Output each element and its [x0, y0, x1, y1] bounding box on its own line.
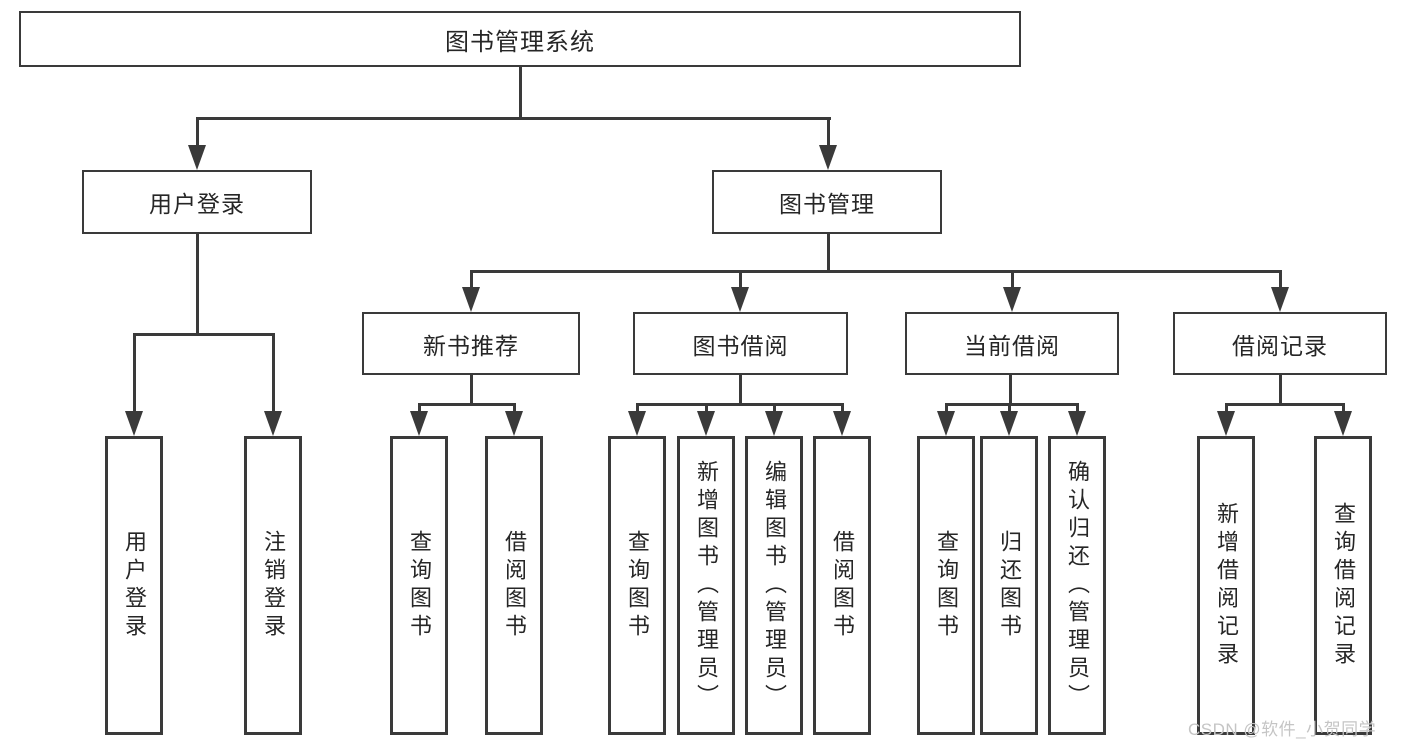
node-label: 查询图书 [407, 529, 432, 642]
connector-line [739, 270, 742, 288]
arrow-down-icon [697, 411, 715, 436]
node-label: 新增借阅记录 [1214, 501, 1239, 670]
connector-line [470, 375, 473, 405]
arrow-down-icon [1334, 411, 1352, 436]
node-leaf-current-return: 归还图书 [980, 436, 1038, 735]
connector-line [196, 234, 199, 335]
node-leaf-history-query: 查询借阅记录 [1314, 436, 1372, 735]
connector-line [1342, 403, 1345, 413]
connector-line [196, 117, 199, 147]
node-borrow: 图书借阅 [633, 312, 848, 375]
connector-line [1011, 270, 1014, 288]
connector-line [519, 66, 522, 118]
node-label: 编辑图书（管理员） [762, 459, 787, 712]
node-leaf-newbooks-borrow: 借阅图书 [485, 436, 543, 735]
connector-line [470, 270, 1281, 273]
arrow-down-icon [505, 411, 523, 436]
connector-line [272, 333, 275, 411]
arrow-down-icon [1068, 411, 1086, 436]
arrow-down-icon [731, 287, 749, 312]
node-label: 归还图书 [997, 529, 1022, 642]
connector-line [1279, 375, 1282, 405]
arrow-down-icon [462, 287, 480, 312]
connector-line [739, 375, 742, 405]
node-label: 确认归还（管理员） [1065, 459, 1090, 712]
node-user-login: 用户登录 [82, 170, 312, 234]
node-new-books: 新书推荐 [362, 312, 580, 375]
connector-line [705, 403, 708, 413]
connector-line [1279, 270, 1282, 288]
connector-line [773, 403, 776, 413]
connector-line [636, 403, 639, 413]
connector-line [1076, 403, 1079, 413]
arrow-down-icon [1000, 411, 1018, 436]
arrow-down-icon [410, 411, 428, 436]
node-leaf-current-query: 查询图书 [917, 436, 975, 735]
node-leaf-borrow-add: 新增图书（管理员） [677, 436, 735, 735]
arrow-down-icon [125, 411, 143, 436]
watermark-text: CSDN @软件_小贺同学 [1188, 720, 1377, 739]
connector-line [945, 403, 948, 413]
node-leaf-user-login: 用户登录 [105, 436, 163, 735]
connector-line [513, 403, 516, 413]
node-label: 用户登录 [122, 529, 147, 642]
node-label: 注销登录 [261, 529, 286, 642]
arrow-down-icon [1003, 287, 1021, 312]
connector-line [133, 333, 136, 411]
node-label: 借阅图书 [502, 529, 527, 642]
node-book-mgmt: 图书管理 [712, 170, 942, 234]
node-label: 用户登录 [149, 191, 245, 217]
connector-line [1009, 375, 1012, 405]
node-leaf-borrow-query: 查询图书 [608, 436, 666, 735]
connector-line [827, 117, 830, 147]
connector-line [841, 403, 844, 413]
node-label: 新增图书（管理员） [694, 459, 719, 712]
arrow-down-icon [833, 411, 851, 436]
connector-line [945, 403, 1079, 406]
node-label: 图书借阅 [692, 332, 789, 359]
arrow-down-icon [819, 145, 837, 170]
connector-line [1225, 403, 1228, 413]
node-label: 查询图书 [934, 529, 959, 642]
node-root: 图书管理系统 [19, 11, 1021, 67]
connector-line [1225, 403, 1345, 406]
node-leaf-newbooks-query: 查询图书 [390, 436, 448, 735]
node-label: 借阅记录 [1232, 332, 1328, 359]
arrow-down-icon [765, 411, 783, 436]
node-leaf-logout: 注销登录 [244, 436, 302, 735]
arrow-down-icon [1271, 287, 1289, 312]
node-label: 借阅图书 [830, 529, 855, 642]
node-leaf-current-confirm: 确认归还（管理员） [1048, 436, 1106, 735]
arrow-down-icon [264, 411, 282, 436]
node-history: 借阅记录 [1173, 312, 1387, 375]
node-label: 查询借阅记录 [1331, 501, 1356, 670]
arrow-down-icon [628, 411, 646, 436]
node-leaf-borrow-edit: 编辑图书（管理员） [745, 436, 803, 735]
connector-line [470, 270, 473, 288]
connector-line [418, 403, 421, 413]
node-label: 新书推荐 [423, 332, 519, 359]
connector-line [196, 117, 831, 120]
node-leaf-history-add: 新增借阅记录 [1197, 436, 1255, 735]
node-current: 当前借阅 [905, 312, 1119, 375]
node-label: 当前借阅 [964, 332, 1060, 359]
connector-line [418, 403, 516, 406]
connector-line [1008, 403, 1011, 413]
connector-line [636, 403, 844, 406]
arrow-down-icon [937, 411, 955, 436]
connector-line [827, 234, 830, 272]
node-leaf-borrow-borrow: 借阅图书 [813, 436, 871, 735]
arrow-down-icon [1217, 411, 1235, 436]
node-label: 查询图书 [625, 529, 650, 642]
connector-line [133, 333, 275, 336]
node-label: 图书管理 [779, 191, 875, 217]
node-label: 图书管理系统 [445, 28, 595, 56]
arrow-down-icon [188, 145, 206, 170]
